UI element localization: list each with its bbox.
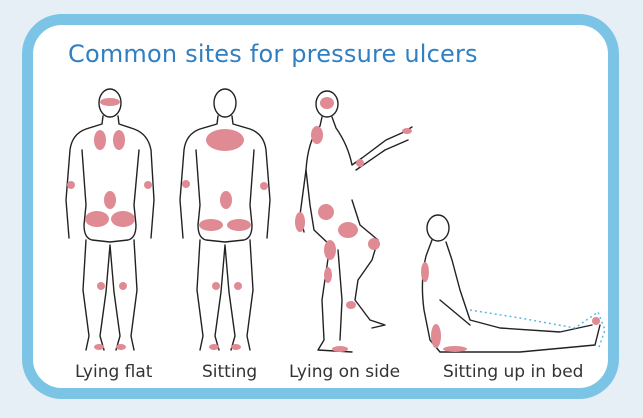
sore-heel — [592, 317, 600, 325]
sore-knee — [324, 240, 336, 260]
caption-lying-on-side: Lying on side — [289, 362, 400, 382]
figure-lying-flat — [66, 89, 154, 350]
sore-elbow — [144, 181, 152, 189]
sore-knee — [212, 282, 220, 290]
figure-sitting — [180, 89, 270, 350]
sore-buttock — [227, 219, 251, 231]
sore-hip — [295, 212, 305, 232]
sore-knee — [97, 282, 105, 290]
sore-heel — [94, 344, 104, 350]
sore-shoulder — [94, 130, 106, 150]
sore-shoulder — [311, 126, 323, 144]
sore-head — [100, 98, 120, 106]
sore-foot — [332, 346, 348, 352]
sore-knee — [119, 282, 127, 290]
sore-knee — [368, 238, 380, 250]
sore-shin — [324, 267, 332, 283]
sore-shoulder-blades — [206, 129, 244, 151]
sore-knee — [234, 282, 242, 290]
sore-elbow — [356, 159, 364, 167]
sore-hand — [402, 128, 412, 134]
sore-heel — [209, 344, 219, 350]
sore-sacrum — [104, 191, 116, 209]
sore-shoulder — [113, 130, 125, 150]
caption-sitting-up-in-bed: Sitting up in bed — [443, 362, 583, 382]
sore-elbow — [67, 181, 75, 189]
sore-heel — [231, 344, 241, 350]
sore-sacrum — [220, 191, 232, 209]
sore-ankle — [346, 301, 356, 309]
sore-thigh — [318, 204, 334, 220]
sore-buttock — [111, 211, 135, 227]
sore-buttock — [443, 346, 467, 352]
figure-sitting-up-in-bed — [422, 215, 600, 352]
caption-sitting: Sitting — [202, 362, 257, 382]
sore-buttock — [85, 211, 109, 227]
sore-sacrum — [431, 324, 441, 348]
sore-buttock — [199, 219, 223, 231]
sore-hip — [338, 222, 358, 238]
sore-heel — [116, 344, 126, 350]
sore-back — [421, 262, 429, 282]
caption-lying-flat: Lying flat — [75, 362, 152, 382]
sore-ear — [320, 97, 334, 109]
sore-elbow — [182, 180, 190, 188]
sore-elbow — [260, 182, 268, 190]
